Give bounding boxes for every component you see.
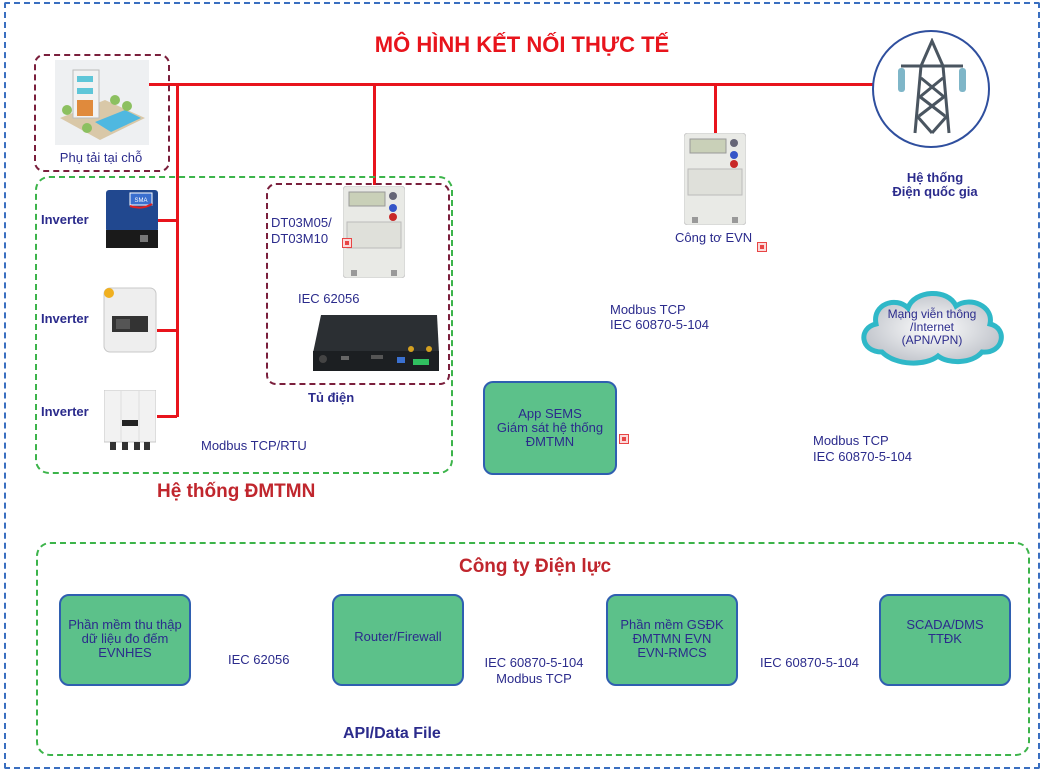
outer-frame <box>4 2 1040 769</box>
inverter-3-icon <box>103 389 157 452</box>
rmcs-line2: ĐMTMN EVN <box>632 631 712 646</box>
router-firewall-box[interactable]: Router/Firewall <box>332 594 464 686</box>
modbus-rtu-label: Modbus TCP/RTU <box>201 438 307 453</box>
inverter-2-label: Inverter <box>41 311 89 326</box>
inverter2-tap <box>157 329 177 332</box>
app-sems-box[interactable]: App SEMS Giám sát hệ thống ĐMTMN <box>483 381 617 475</box>
meter-model-line2: DT03M10 <box>271 231 329 246</box>
cloud-label-line3: (APN/VPN) <box>901 333 963 347</box>
evnhes-line1: Phần mềm thu thập <box>68 617 182 632</box>
inverter-1-label: Inverter <box>41 212 89 227</box>
rmcs-box[interactable]: Phần mềm GSĐK ĐMTMN EVN EVN-RMCS <box>606 594 738 686</box>
cabinet-group <box>266 183 450 385</box>
api-data-file-label: API/Data File <box>343 725 441 742</box>
lower-link-line2: IEC 60870-5-104 <box>813 449 913 464</box>
grid-circle <box>872 30 990 148</box>
dmtmn-system-group <box>35 176 453 474</box>
grid-label-line1: Hệ thống <box>906 170 964 185</box>
load-group <box>34 54 170 172</box>
scada-line2: TTĐK <box>928 631 962 646</box>
meter-pin-icon[interactable] <box>342 238 352 248</box>
sma-logo: SMA <box>134 198 147 204</box>
evnhes-line3: EVNHES <box>98 645 152 660</box>
upper-link-line2: IEC 60870-5-104 <box>610 317 710 332</box>
cabinet-protocol-label: IEC 62056 <box>298 291 360 306</box>
link-iec104-modbus-line2: Modbus TCP <box>496 671 572 686</box>
link-iec104-modbus-line1: IEC 60870-5-104 <box>484 655 584 670</box>
building-icon <box>55 60 149 145</box>
utility-title: Công ty Điện lực <box>458 556 612 577</box>
lower-link-line1: Modbus TCP <box>813 433 889 448</box>
link-iec62056: IEC 62056 <box>228 652 290 667</box>
load-label: Phụ tải tại chỗ <box>59 150 143 165</box>
meter-model-line1: DT03M05/ <box>271 215 332 230</box>
cabinet-meter-drop <box>373 83 376 185</box>
rmcs-line3: EVN-RMCS <box>637 645 707 660</box>
link-iec104: IEC 60870-5-104 <box>760 655 860 670</box>
app-sems-line3: ĐMTMN <box>525 434 575 449</box>
inverter-2-icon <box>102 286 158 354</box>
cabinet-meter-icon <box>342 185 406 279</box>
page-title: MÔ HÌNH KẾT NỐI THỰC TẾ <box>374 32 670 57</box>
evn-meter-label: Công tơ EVN <box>675 230 753 245</box>
app-sems-line2: Giám sát hệ thống <box>496 420 604 435</box>
utility-group <box>36 542 1030 756</box>
scada-box[interactable]: SCADA/DMS TTĐK <box>879 594 1011 686</box>
main-power-bus <box>105 83 873 86</box>
evnhes-line2: dữ liệu đo đếm <box>81 631 169 646</box>
cabinet-label: Tủ điện <box>308 390 355 405</box>
dmtmn-system-title: Hệ thống ĐMTMN <box>157 481 316 502</box>
inverter-1-icon: SMA <box>106 190 158 250</box>
cloud-label-line2: /Internet <box>909 320 955 334</box>
cloud-label-line1: Mạng viễn thông <box>887 307 977 321</box>
inverter-3-label: Inverter <box>41 404 89 419</box>
scada-line1: SCADA/DMS <box>906 617 984 632</box>
rmcs-line1: Phần mềm GSĐK <box>620 617 724 632</box>
evn-meter-pin-icon[interactable] <box>757 242 767 252</box>
app-sems-pin-icon[interactable] <box>619 434 629 444</box>
datalogger-icon <box>311 313 441 373</box>
evn-meter-icon <box>683 132 747 226</box>
evnhes-box[interactable]: Phần mềm thu thập dữ liệu đo đếm EVNHES <box>59 594 191 686</box>
app-sems-line1: App SEMS <box>518 406 582 421</box>
transmission-tower-icon <box>895 37 969 138</box>
evn-meter-drop <box>714 83 717 133</box>
inverter-feeder-line <box>176 83 179 417</box>
inverter1-tap <box>157 219 177 222</box>
cloud-icon <box>852 282 1012 367</box>
upper-link-line1: Modbus TCP <box>610 302 686 317</box>
router-line1: Router/Firewall <box>354 629 442 644</box>
grid-label-line2: Điện quốc gia <box>892 184 978 199</box>
inverter3-tap <box>157 415 177 418</box>
